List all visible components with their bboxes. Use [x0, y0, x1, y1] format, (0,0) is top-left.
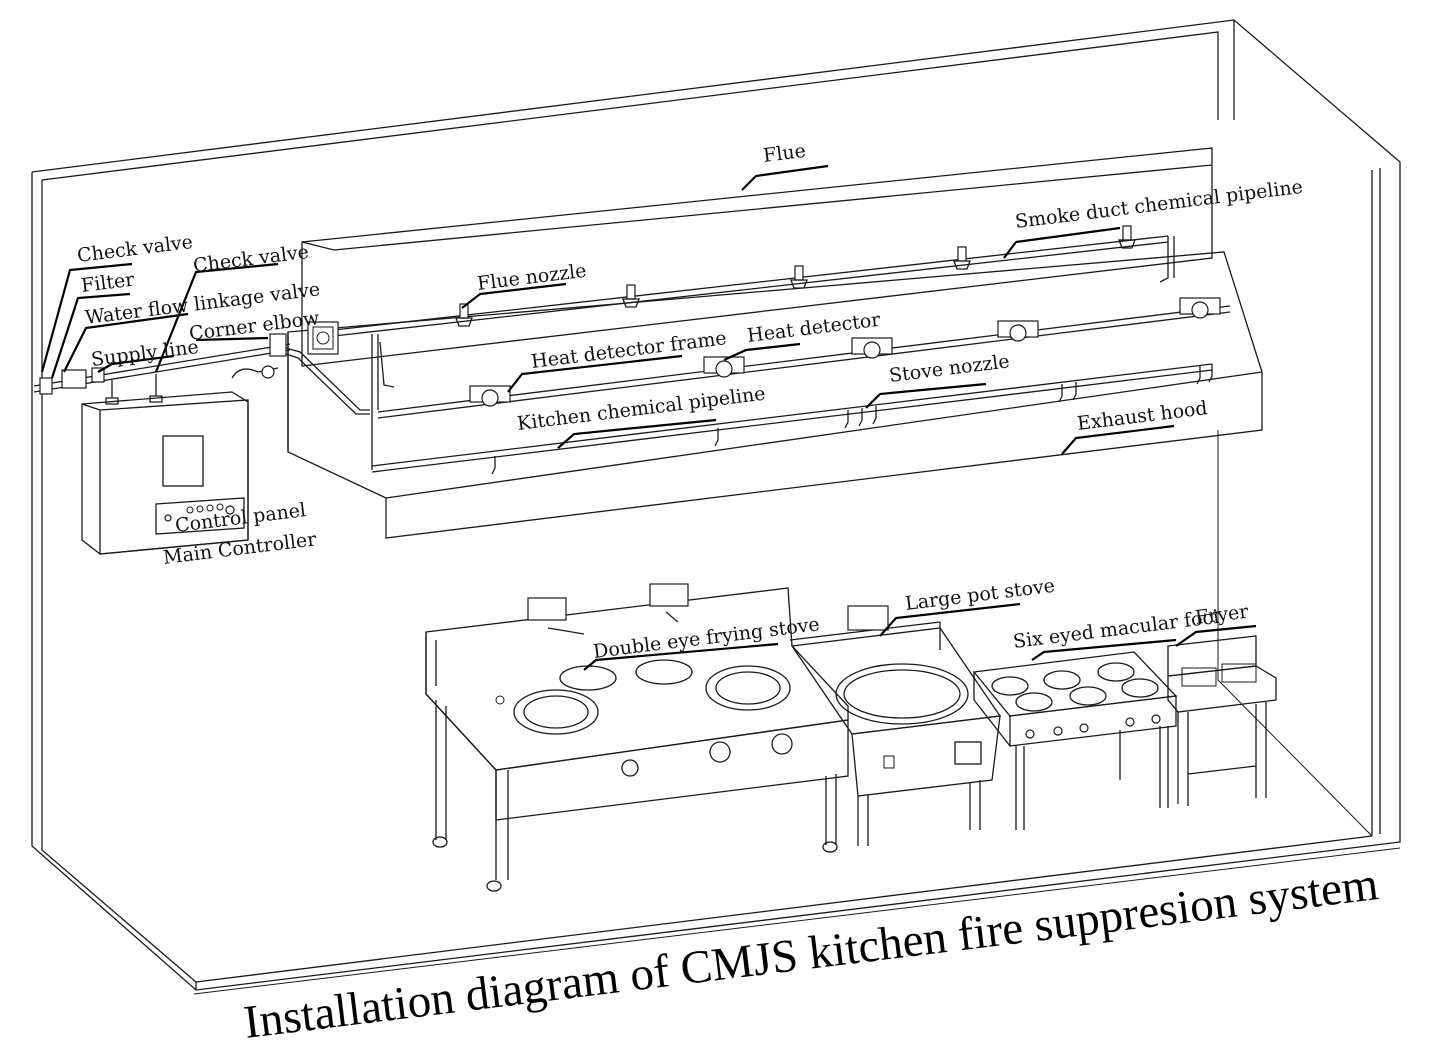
- stove-nozzle: [1058, 382, 1077, 403]
- heat-detector-frame-label: Heat detector frame: [530, 327, 728, 373]
- flue-nozzle: [455, 303, 473, 327]
- double-eye-frying-stove-label: Double eye frying stove: [592, 613, 821, 663]
- flue-nozzle: [622, 284, 640, 308]
- heat-detector: [851, 337, 893, 359]
- smoke-duct-chemical-pipeline-label: Smoke duct chemical pipeline: [1014, 176, 1304, 233]
- stove-nozzle: [714, 428, 719, 447]
- heat-detector: [1179, 297, 1221, 319]
- stove-nozzle: [844, 406, 877, 429]
- room-outline: [31, 19, 1401, 991]
- double-eye-frying-stove: [425, 583, 849, 892]
- fryer-label: Fryer: [1194, 601, 1251, 629]
- smoke-duct-pipeline: [333, 235, 1175, 337]
- flue-nozzle: [953, 246, 971, 270]
- filter-label: Filter: [80, 269, 136, 297]
- flue-label: Flue: [762, 140, 807, 167]
- flue-duct: [301, 147, 1213, 367]
- heat-detector: [469, 385, 511, 407]
- supply-line: [33, 333, 291, 405]
- kitchen-chemical-pipeline: [371, 334, 1213, 473]
- flue-nozzle: [790, 265, 808, 289]
- check-valve-label-1: Check valve: [76, 231, 194, 267]
- leader-lines: [40, 164, 1401, 995]
- fryer: [1167, 635, 1277, 806]
- main-controller-cabinet: [81, 391, 249, 555]
- supply-line-label: Supply line: [90, 336, 200, 371]
- flue-nozzle: [1118, 225, 1136, 249]
- heat-detector: [703, 356, 745, 378]
- heat-detector: [997, 320, 1039, 342]
- flue-nozzle-label: Flue nozzle: [476, 260, 588, 295]
- exhaust-hood: [287, 251, 1263, 539]
- large-pot-stove: [789, 605, 1002, 846]
- diagram-title: Installation diagram of CMJS kitchen fir…: [241, 858, 1381, 1049]
- detector-pipeline: [377, 305, 1231, 419]
- check-valve-label-2: Check valve: [192, 241, 310, 277]
- six-eyed-macular-foci: [972, 651, 1178, 830]
- stove-nozzle-label: Stove nozzle: [888, 350, 1011, 387]
- stove-nozzle: [1196, 364, 1213, 385]
- stove-nozzle: [491, 456, 496, 475]
- corner-elbow-box: [285, 321, 370, 415]
